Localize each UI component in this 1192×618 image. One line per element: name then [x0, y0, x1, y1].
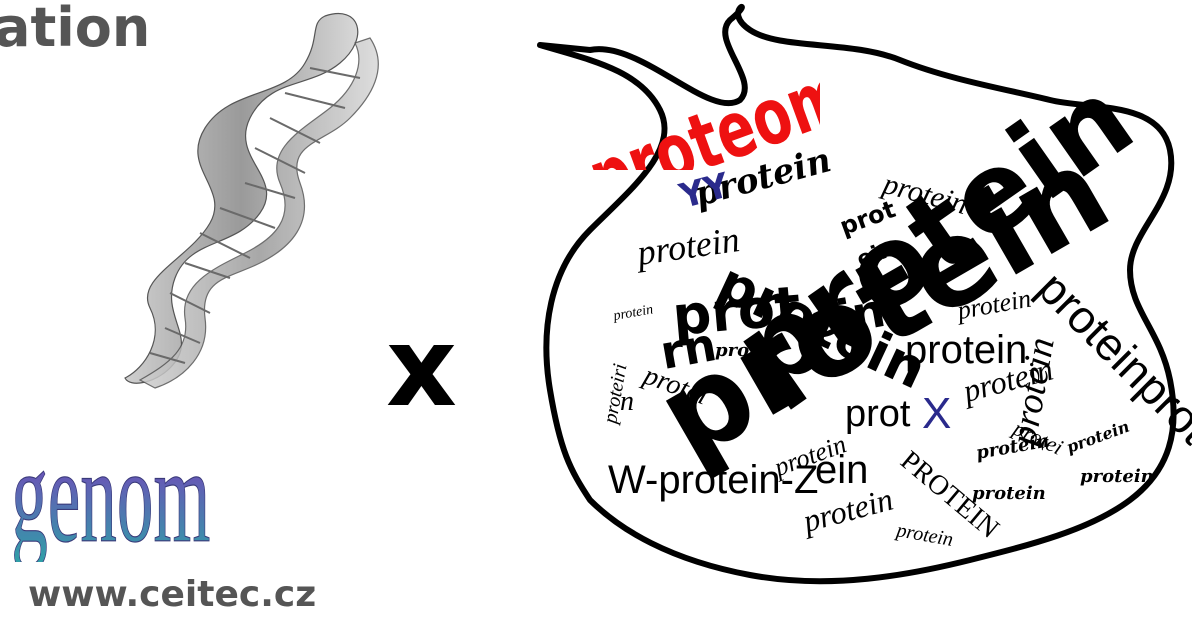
accent-letter: X — [922, 392, 951, 436]
protein-word: prote — [715, 342, 769, 360]
footer-url: www.ceitec.cz — [28, 574, 316, 615]
proteome-label: proteome — [577, 35, 820, 170]
multiply-sign: x — [386, 312, 457, 422]
genome-label: genome — [11, 420, 210, 562]
protein-word: protein — [1080, 468, 1154, 486]
dna-helix-icon — [70, 8, 420, 398]
protein-word: protein — [972, 485, 1046, 503]
genome-label-art: genome — [10, 412, 210, 562]
protein-word: prot — [845, 395, 910, 433]
protein-word: pro — [980, 210, 999, 224]
proteome-label-art: proteome — [560, 20, 820, 170]
